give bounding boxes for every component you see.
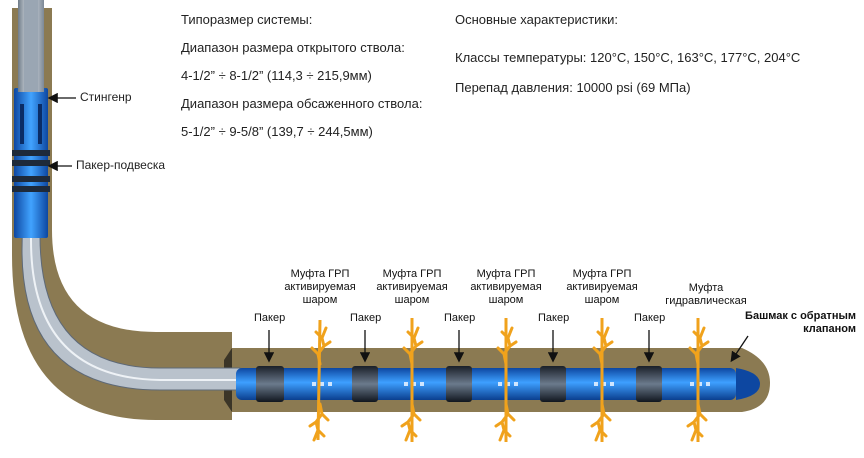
packer-label-2: Пакер [350, 312, 382, 324]
wellbore-formation [12, 8, 770, 420]
main-specs-heading: Основные характеристики: [455, 12, 618, 27]
packer-hanger-label: Пакер-подвеска [76, 158, 166, 172]
fracture-network [308, 318, 710, 442]
packer-label-1: Пакер [254, 312, 286, 324]
pressure-rating: Перепад давления: 10000 psi (69 МПа) [455, 80, 691, 95]
casing-pipe [21, 7, 241, 391]
system-size-heading: Типоразмер системы: [181, 12, 313, 27]
cased-hole-value: 5-1/2” ÷ 9-5/8” (139,7 ÷ 244,5мм) [181, 124, 373, 139]
float-shoe [736, 368, 760, 400]
sleeve-ports [312, 382, 710, 386]
open-hole-value: 4-1/2” ÷ 8-1/2” (114,3 ÷ 215,9мм) [181, 68, 372, 83]
packer-label-3: Пакер [444, 312, 476, 324]
callout-arrows [47, 92, 749, 363]
stinger-label: Стингенр [80, 90, 132, 104]
open-hole-label: Диапазон размера открытого ствола: [181, 40, 405, 55]
temperature-classes: Классы температуры: 120°C, 150°C, 163°C,… [455, 50, 801, 65]
packer-elements [256, 366, 662, 402]
packer-label-5: Пакер [634, 312, 666, 324]
cased-hole-label: Диапазон размера обсаженного ствола: [181, 96, 423, 111]
packer-label-4: Пакер [538, 312, 570, 324]
